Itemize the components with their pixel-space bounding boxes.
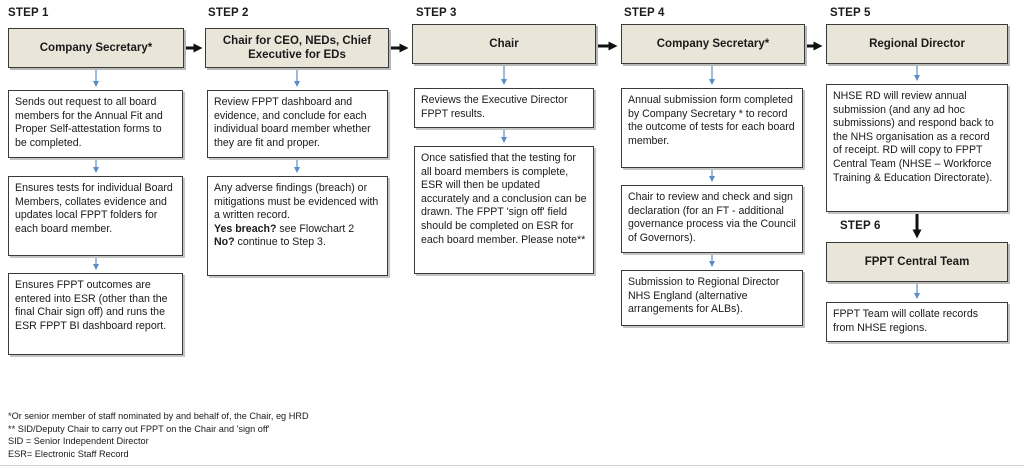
yes-breach-text: see Flowchart 2 <box>276 222 355 235</box>
step-4-box-submission: Annual submission form completed by Comp… <box>621 88 803 168</box>
step-3-box-review: Reviews the Executive Director FPPT resu… <box>414 88 594 128</box>
footnotes: *Or senior member of staff nominated by … <box>8 410 309 460</box>
step-6-label: STEP 6 <box>840 220 881 232</box>
step-3-label: STEP 3 <box>416 7 457 19</box>
step-4-box-regional: Submission to Regional Director NHS Engl… <box>621 270 803 326</box>
step-2-label: STEP 2 <box>208 7 249 19</box>
footnote-sid-deputy: ** SID/Deputy Chair to carry out FPPT on… <box>8 423 270 434</box>
step-4-box-declaration: Chair to review and check and sign decla… <box>621 185 803 253</box>
findings-text: Any adverse findings (breach) or mitigat… <box>214 182 379 222</box>
step-4-header: Company Secretary* <box>621 24 805 64</box>
step-3-box-signoff: Once satisfied that the testing for all … <box>414 146 594 274</box>
step-5-header: Regional Director <box>826 24 1008 64</box>
bottom-divider <box>0 465 1024 466</box>
step-1-header: Company Secretary* <box>8 28 184 68</box>
step-1-box-tests: Ensures tests for individual Board Membe… <box>8 176 183 256</box>
footnote-esr-definition: ESR= Electronic Staff Record <box>8 448 129 459</box>
step-2-box-findings: Any adverse findings (breach) or mitigat… <box>207 176 388 276</box>
step-1-box-esr: Ensures FPPT outcomes are entered into E… <box>8 273 183 355</box>
step-1-box-request: Sends out request to all board members f… <box>8 90 183 158</box>
step-6-header: FPPT Central Team <box>826 242 1008 282</box>
yes-breach-label: Yes breach? <box>214 222 277 235</box>
step-1-label: STEP 1 <box>8 7 49 19</box>
step-3-header: Chair <box>412 24 596 64</box>
step-5-label: STEP 5 <box>830 7 871 19</box>
no-breach-text: continue to Step 3. <box>234 236 326 249</box>
step-2-header: Chair for CEO, NEDs, Chief Executive for… <box>205 28 389 68</box>
step-4-label: STEP 4 <box>624 7 665 19</box>
footnote-sid-definition: SID = Senior Independent Director <box>8 436 149 447</box>
footnote-senior-member: *Or senior member of staff nominated by … <box>8 411 309 421</box>
no-breach-label: No? <box>214 236 235 249</box>
step-5-box-review: NHSE RD will review annual submission (a… <box>826 84 1008 212</box>
step-6-box-collate: FPPT Team will collate records from NHSE… <box>826 302 1008 342</box>
step-2-box-review: Review FPPT dashboard and evidence, and … <box>207 90 388 158</box>
